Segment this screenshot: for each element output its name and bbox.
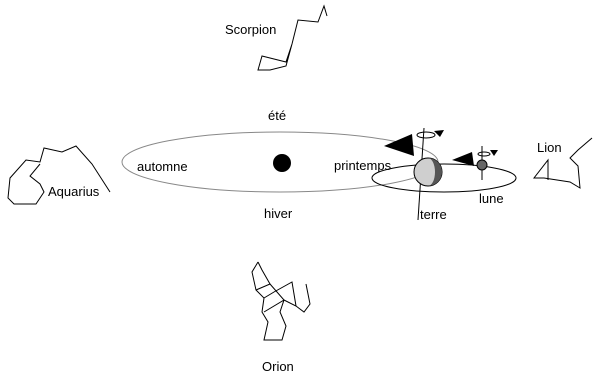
orion-line-belt [256, 284, 284, 312]
moon-spin-arrowhead [490, 150, 498, 156]
sun [273, 154, 291, 172]
moon-rotation-arrow [478, 152, 490, 156]
orion-constellation [252, 262, 310, 340]
moon-globe [477, 160, 487, 170]
winter-label: hiver [264, 206, 293, 221]
scorpion-constellation [258, 6, 327, 70]
orion-line-main [252, 262, 310, 340]
summer-label: été [268, 108, 286, 123]
scorpion-label: Scorpion [225, 22, 276, 37]
moon-label: lune [479, 191, 504, 206]
autumn-label: automne [137, 159, 188, 174]
orion-line-head [258, 262, 270, 284]
aquarius-label: Aquarius [48, 184, 100, 199]
lion-label: Lion [537, 140, 562, 155]
earth-sun-ray-arrow [384, 134, 414, 156]
moon-orbit [372, 164, 516, 192]
earth-rotation-arrow [417, 132, 435, 138]
earth-label: terre [420, 207, 447, 222]
orion-label: Orion [262, 359, 294, 374]
moon [452, 146, 498, 180]
earth-spin-arrowhead [434, 130, 444, 137]
